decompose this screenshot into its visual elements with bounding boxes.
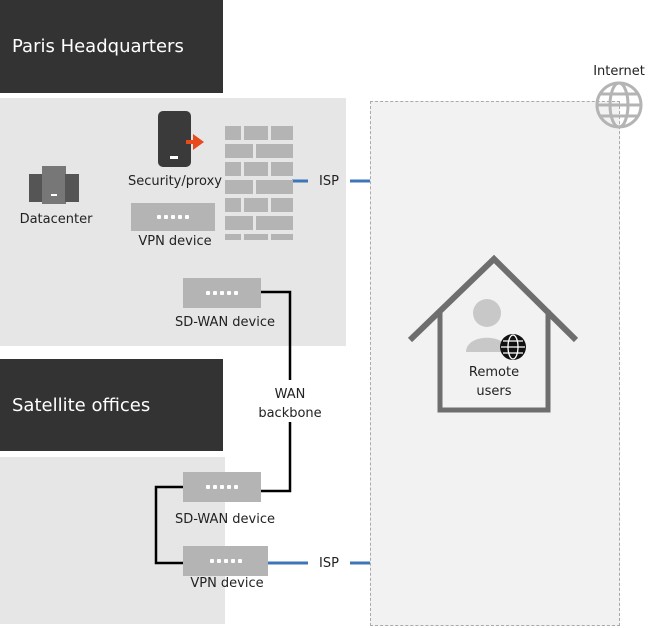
isp-bottom-label: ISP <box>319 556 339 571</box>
isp-top-label: ISP <box>319 174 339 189</box>
internet-region <box>370 101 620 626</box>
security-proxy-label: Security/proxy <box>127 174 222 189</box>
satellite-header: Satellite offices <box>0 359 223 451</box>
internet-label: Internet <box>593 64 645 79</box>
remote-users-line2: users <box>476 384 512 399</box>
sdwan-device-sat <box>183 472 261 502</box>
vpn-device-hq <box>131 203 215 231</box>
satellite-title: Satellite offices <box>12 394 151 416</box>
satellite-internal-link <box>154 485 183 565</box>
vpn-device-hq-label: VPN device <box>138 234 212 249</box>
remote-users-line1: Remote <box>468 365 520 380</box>
remote-users-label: Remote users <box>452 363 536 401</box>
wan-backbone-line-top <box>261 290 292 380</box>
wan-backbone-line2: backbone <box>258 406 322 421</box>
datacenter-label: Datacenter <box>19 212 93 227</box>
wan-backbone-label: WAN backbone <box>250 385 330 423</box>
hq-header: Paris Headquarters <box>0 0 223 93</box>
sdwan-device-hq <box>183 278 261 308</box>
sdwan-device-hq-label: SD-WAN device <box>174 315 276 330</box>
hq-title: Paris Headquarters <box>12 36 184 57</box>
vpn-device-sat-label: VPN device <box>190 576 264 591</box>
wan-backbone-line1: WAN <box>274 387 306 402</box>
sdwan-device-sat-label: SD-WAN device <box>174 512 276 527</box>
vpn-device-sat <box>183 546 268 576</box>
wan-backbone-line-bottom <box>261 422 292 493</box>
